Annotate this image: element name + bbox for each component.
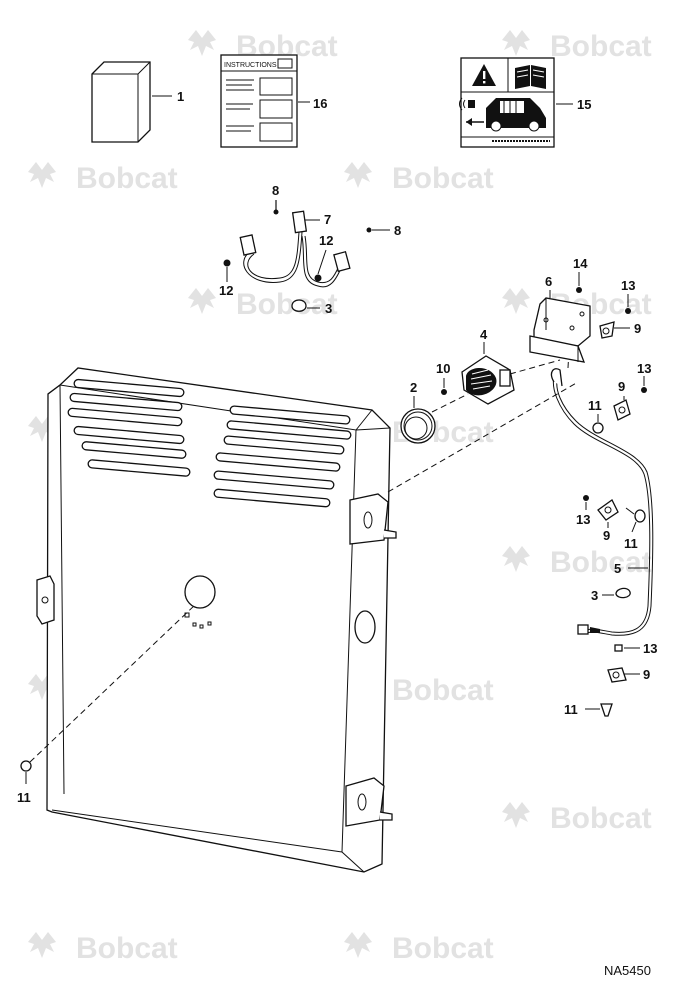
part-9-clamp-c	[597, 499, 619, 528]
watermark-logo-icon	[188, 288, 216, 314]
callout-15: 15	[577, 97, 591, 112]
part-13-nut-b	[641, 376, 647, 393]
callout-12: 12	[219, 283, 233, 298]
alarm-sound-icon	[459, 97, 475, 111]
callout-9: 9	[634, 321, 641, 336]
part-9-clamp-a	[599, 321, 630, 339]
hinge-lower	[345, 777, 393, 827]
watermark-logo-icon	[28, 162, 56, 188]
part-12-nut-left	[223, 259, 231, 282]
watermark-text: Bobcat	[550, 30, 652, 63]
callout-11: 11	[588, 398, 602, 413]
callout-9: 9	[618, 379, 625, 394]
callout-13: 13	[637, 361, 651, 376]
part-9-clamp-d	[607, 667, 640, 683]
watermark-logo-icon	[344, 162, 372, 188]
callout-10: 10	[436, 361, 450, 376]
rear-door-panel	[36, 367, 397, 873]
callout-3: 3	[591, 588, 598, 603]
callout-11: 11	[624, 536, 638, 551]
callout-16: 16	[313, 96, 327, 111]
part-7-wiring-harness	[239, 210, 351, 288]
callout-5: 5	[614, 561, 621, 576]
part-1-box	[91, 61, 172, 143]
part-2-grommet	[400, 396, 436, 444]
reverse-arrow-icon	[466, 118, 484, 126]
callout-8: 8	[272, 183, 279, 198]
watermark-logo-icon	[502, 802, 530, 828]
latch-bracket-left	[36, 575, 55, 625]
watermark-text: Bobcat	[550, 546, 652, 579]
callout-9: 9	[603, 528, 610, 543]
vent-slots	[67, 378, 352, 508]
watermark-logo-icon	[502, 546, 530, 572]
callout-13: 13	[621, 278, 635, 293]
part-13-nut-a	[625, 294, 631, 314]
callout-2: 2	[410, 380, 417, 395]
part-3-clip-upper	[291, 299, 320, 312]
part-9-clamp-b	[613, 396, 631, 421]
part-8-screw-left	[273, 200, 279, 215]
callout-9: 9	[643, 667, 650, 682]
watermark-logo-icon	[344, 932, 372, 958]
part-11-bolt-a	[592, 414, 604, 434]
instructions-heading: INSTRUCTIONS	[224, 62, 277, 69]
callout-13: 13	[576, 512, 590, 527]
part-16-instructions-sheet	[220, 54, 310, 148]
watermark-logo-icon	[188, 30, 216, 56]
callout-3: 3	[325, 301, 332, 316]
part-11-bolt-d	[20, 760, 32, 784]
callout-11: 11	[564, 702, 578, 717]
loader-reversing-icon	[486, 98, 546, 132]
side-cutout	[354, 610, 376, 644]
callout-12: 12	[319, 233, 333, 248]
callout-labels: 1 16 15 8 7 8 12 12 3 6 14 13 9 4 10 2 1…	[17, 89, 657, 805]
part-5-alarm-harness-cable	[550, 368, 654, 636]
hinge-upper	[349, 493, 397, 545]
part-4-backup-alarm	[461, 342, 515, 405]
watermark-text: Bobcat	[392, 162, 494, 195]
part-3-clip-lower	[602, 587, 631, 599]
watermark-logo-icon	[502, 288, 530, 314]
part-13-nut-d	[614, 644, 640, 652]
part-12-nut-right	[314, 249, 327, 282]
watermark-text: Bobcat	[392, 674, 494, 707]
part-11-bolt-c	[585, 703, 613, 717]
part-11-bolt-b	[625, 507, 646, 533]
watermark-text: Bobcat	[392, 932, 494, 965]
drawing-reference-code: NA5450	[604, 963, 651, 978]
watermark-logo-icon	[502, 30, 530, 56]
callout-8: 8	[394, 223, 401, 238]
part-15-warning-decal	[459, 57, 573, 148]
part-6-mounting-bracket	[529, 290, 591, 363]
watermark-text: Bobcat	[76, 162, 178, 195]
part-13-nut-c	[583, 495, 589, 510]
callout-14: 14	[573, 256, 588, 271]
callout-6: 6	[545, 274, 552, 289]
alarm-mounting-hole	[184, 575, 216, 629]
watermark-text: Bobcat	[236, 288, 338, 321]
part-14-nut	[576, 272, 582, 293]
manual-book-icon	[515, 65, 546, 89]
callout-1: 1	[177, 89, 184, 104]
callout-11: 11	[17, 790, 31, 805]
part-10-screw	[441, 378, 447, 395]
callout-13: 13	[643, 641, 657, 656]
warning-triangle-icon	[472, 64, 496, 86]
watermark-logo-icon	[28, 932, 56, 958]
watermark-text: Bobcat	[550, 802, 652, 835]
callout-7: 7	[324, 212, 331, 227]
part-8-screw-right	[366, 227, 390, 233]
callout-4: 4	[480, 327, 488, 342]
watermark-text: Bobcat	[76, 932, 178, 965]
